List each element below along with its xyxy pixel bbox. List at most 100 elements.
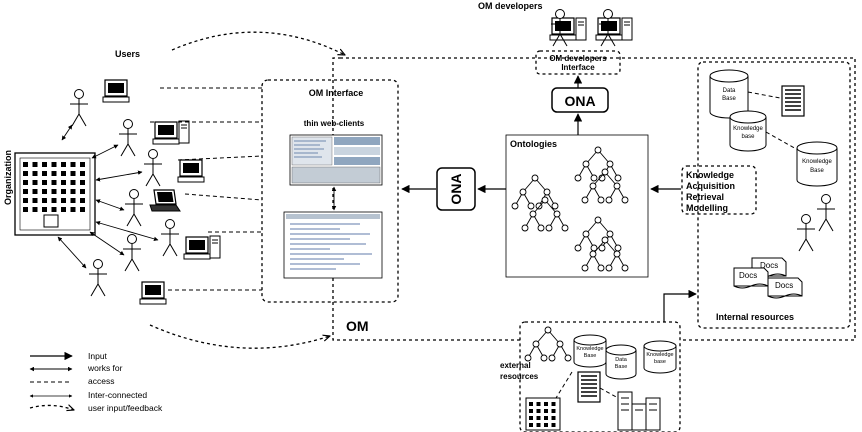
organization-user-arrows: [57, 124, 159, 269]
om-interface-box: [261, 79, 399, 303]
external-knowledge-base-2-label-2: base: [654, 359, 666, 365]
building-window: [51, 162, 57, 167]
external-database-label-1: Data: [615, 357, 628, 363]
om-interface-label: OM Interface: [309, 88, 364, 98]
users-computers-icon: [102, 79, 221, 305]
external-building-window: [529, 423, 533, 427]
external-building-window: [551, 409, 556, 413]
external-city-icon: [617, 391, 661, 431]
building-window: [32, 180, 38, 185]
internal-resources-box: [697, 61, 851, 329]
kar-box: [681, 165, 757, 215]
external-building-window: [529, 416, 533, 420]
kar-label-3: Retrieval: [686, 192, 724, 202]
docs-label-1: Docs: [760, 261, 778, 270]
building-window: [61, 162, 66, 167]
external-database-icon: [605, 344, 637, 380]
external-building-window: [536, 423, 541, 427]
building-window: [42, 180, 47, 185]
external-knowledge-base-label-2: Base: [584, 353, 597, 359]
external-building-window: [544, 416, 548, 420]
legend-feedback-arrow: [29, 405, 74, 410]
building-window: [70, 171, 76, 176]
docs-label-2: Docs: [739, 271, 757, 280]
building-window: [61, 180, 66, 185]
ona-middle-label: ONA: [448, 173, 464, 204]
external-knowledge-base-icon: [573, 334, 607, 368]
external-building-window: [536, 416, 541, 420]
ona-top-box: [551, 87, 609, 113]
external-database-label-2: Base: [615, 364, 628, 370]
building-window: [23, 162, 28, 167]
web-client-screenshot-1: [289, 134, 383, 186]
internal-knowledge-base-label-1: Knowledge: [733, 126, 763, 132]
building-window: [51, 189, 57, 194]
building-window: [51, 171, 57, 176]
om-developers-interface-label-2: Interface: [561, 63, 595, 72]
building-window: [80, 162, 85, 167]
building-window: [70, 180, 76, 185]
building-window: [70, 198, 76, 203]
kar-label-2: Acquisition: [686, 181, 735, 191]
internal-link-2: [765, 131, 799, 151]
external-links: [555, 371, 619, 399]
thin-clients-label: thin web-clients: [304, 119, 365, 128]
external-knowledge-base-2-label-1: Knowledge: [646, 352, 673, 358]
om-label: OM: [346, 318, 369, 334]
external-building-window: [529, 402, 533, 406]
docs-label-3: Docs: [775, 281, 793, 290]
building-window: [51, 180, 57, 185]
building-window: [70, 207, 76, 212]
external-building-window: [536, 409, 541, 413]
ontologies-box: [505, 134, 649, 278]
building-window: [42, 162, 47, 167]
building-door: [43, 214, 59, 228]
building-window: [23, 171, 28, 176]
external-printer-icon: [577, 371, 601, 403]
internal-database-label-2: Base: [722, 96, 736, 102]
building-window: [23, 207, 28, 212]
external-building-window: [544, 423, 548, 427]
internal-database-label-1: Data: [723, 88, 736, 94]
legend-works-for-label: works for: [87, 363, 123, 373]
internal-resources-label: Internal resources: [716, 312, 794, 322]
building-window: [32, 189, 38, 194]
building-window: [61, 189, 66, 194]
om-developers-interface-box: [535, 50, 621, 75]
building-window: [61, 171, 66, 176]
external-resources-label-2: resources: [500, 372, 539, 381]
access-dashed-lines: [150, 87, 263, 291]
building-window: [42, 207, 47, 212]
om-developers-interface-label-1: OM developers: [549, 54, 607, 63]
external-building-icon: [525, 397, 561, 431]
building-window: [80, 198, 85, 203]
building-window: [32, 171, 38, 176]
feedback-arrow-top: [171, 31, 345, 55]
external-ontology-tree-icon: [524, 326, 572, 362]
legend-interconnected-label: Inter-connected: [88, 390, 147, 400]
building-window: [42, 171, 47, 176]
building-window: [70, 162, 76, 167]
om-developers-workstations-icon: [549, 9, 633, 47]
building-window: [42, 198, 47, 203]
external-building-window: [544, 409, 548, 413]
om-container: [332, 57, 856, 341]
building-window: [42, 189, 47, 194]
external-knowledge-base-label-1: Knowledge: [576, 346, 603, 352]
building-windows: [23, 162, 85, 212]
building-window: [23, 189, 28, 194]
kar-label-4: Modelling: [686, 203, 728, 213]
web-client-screenshot-2: [283, 211, 383, 279]
building-window: [61, 207, 66, 212]
external-building-window: [536, 402, 541, 406]
internal-knowledge-base-icon: [729, 110, 767, 152]
building-window: [80, 207, 85, 212]
building-window: [70, 189, 76, 194]
external-building-window: [529, 409, 533, 413]
internal-printer-icon: [781, 85, 805, 117]
internal-knowledge-base-large-label-2: Base: [810, 168, 824, 174]
kar-label-1: Knowledge: [686, 170, 734, 180]
building-window: [32, 162, 38, 167]
external-building-window: [551, 402, 556, 406]
